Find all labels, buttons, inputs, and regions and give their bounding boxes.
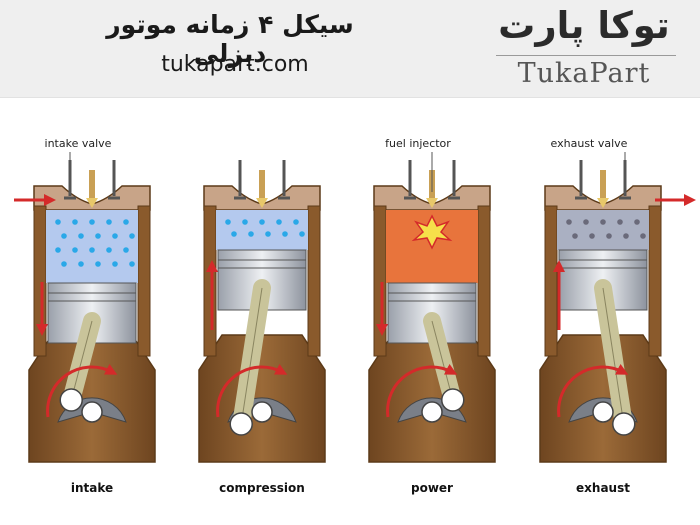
connecting-rod-outline bbox=[70, 320, 93, 401]
intake-valve-stem bbox=[575, 160, 587, 200]
engine-cycle-diagram: intake valve intake compression fuel inject… bbox=[14, 137, 696, 495]
charge-dot bbox=[112, 261, 118, 267]
crank-pin bbox=[612, 412, 636, 436]
rotation-arrow-icon bbox=[557, 363, 629, 418]
charge-dot bbox=[106, 247, 112, 253]
crank-pin bbox=[59, 388, 83, 412]
charge-dot bbox=[95, 233, 101, 239]
rotation-arrow-icon bbox=[216, 363, 288, 418]
charge-dot bbox=[572, 233, 578, 239]
charge-dot bbox=[248, 231, 254, 237]
charge-dot bbox=[293, 219, 299, 225]
engine-power: fuel injector power bbox=[368, 137, 496, 495]
brand-logo-english: TukaPart bbox=[517, 58, 651, 89]
charge-dot bbox=[276, 219, 282, 225]
crankshaft-main bbox=[251, 401, 273, 423]
stage-label: exhaust bbox=[576, 481, 630, 495]
connecting-rod-outline bbox=[431, 320, 454, 401]
charge-dot bbox=[89, 219, 95, 225]
cylinder-wall-right bbox=[477, 205, 491, 357]
charge-dot bbox=[106, 219, 112, 225]
charge-dot bbox=[112, 233, 118, 239]
connecting-rod-outline bbox=[240, 287, 263, 425]
cylinder-wall-left bbox=[33, 205, 47, 357]
rotation-arrow-icon bbox=[46, 363, 118, 418]
charge-dot bbox=[634, 219, 640, 225]
crankshaft-main bbox=[592, 401, 614, 423]
engine-exhaust: exhaust valve exhaust bbox=[539, 137, 696, 495]
header-banner bbox=[0, 0, 700, 97]
stage-label: power bbox=[411, 481, 453, 495]
charge-dot bbox=[61, 261, 67, 267]
cylinder-wall-left bbox=[203, 205, 217, 357]
charge-dot bbox=[123, 247, 129, 253]
intake-valve-stem bbox=[404, 160, 416, 200]
charge-dot bbox=[600, 219, 606, 225]
charge-dot bbox=[299, 231, 305, 237]
cylinder-wall-right bbox=[307, 205, 321, 357]
logo-divider bbox=[496, 55, 676, 56]
engine-compression: compression bbox=[198, 160, 326, 495]
charge-dot bbox=[72, 219, 78, 225]
exhaust-valve-stem bbox=[278, 160, 290, 200]
charge-dot bbox=[95, 261, 101, 267]
crankshaft-main bbox=[81, 401, 103, 423]
cylinder-wall-right bbox=[137, 205, 151, 357]
brand-logo-persian: توکا پارت bbox=[498, 4, 670, 47]
charge-dot bbox=[242, 219, 248, 225]
charge-dot bbox=[55, 219, 61, 225]
injector-nozzle bbox=[86, 198, 98, 208]
charge-dot bbox=[129, 233, 135, 239]
charge-dot bbox=[606, 233, 612, 239]
charge-dot bbox=[282, 231, 288, 237]
charge-dot bbox=[566, 219, 572, 225]
charge-dot bbox=[617, 219, 623, 225]
charge-dot bbox=[640, 233, 646, 239]
charge-dot bbox=[78, 261, 84, 267]
engine-intake: intake valve intake bbox=[14, 137, 156, 495]
website-url[interactable]: tukapart.com bbox=[161, 52, 309, 77]
charge-dot bbox=[231, 231, 237, 237]
stage-label: intake bbox=[71, 481, 113, 495]
charge-dot bbox=[123, 219, 129, 225]
exhaust-valve-stem bbox=[448, 160, 460, 200]
injector-nozzle bbox=[426, 198, 438, 208]
charge-dot bbox=[55, 247, 61, 253]
cylinder-wall-left bbox=[544, 205, 558, 357]
combustion-chamber bbox=[216, 210, 308, 250]
intake-valve-stem bbox=[234, 160, 246, 200]
injector-nozzle bbox=[597, 198, 609, 208]
crankshaft-main bbox=[421, 401, 443, 423]
charge-dot bbox=[129, 261, 135, 267]
charge-dot bbox=[623, 233, 629, 239]
charge-dot bbox=[259, 219, 265, 225]
charge-dot bbox=[589, 233, 595, 239]
exhaust-valve-stem bbox=[108, 160, 120, 200]
page-title: سیکل ۴ زمانه موتور دیزلی bbox=[106, 10, 354, 68]
charge-dot bbox=[583, 219, 589, 225]
connecting-rod-outline bbox=[602, 287, 625, 425]
callout-label: exhaust valve bbox=[551, 137, 628, 150]
charge-dot bbox=[89, 247, 95, 253]
injector-nozzle bbox=[256, 198, 268, 208]
charge-dot bbox=[72, 247, 78, 253]
combustion-chamber bbox=[557, 210, 649, 250]
charge-dot bbox=[225, 219, 231, 225]
stage-label: compression bbox=[219, 481, 305, 495]
crank-pin bbox=[441, 388, 465, 412]
charge-dot bbox=[61, 233, 67, 239]
header-divider bbox=[0, 97, 700, 98]
cylinder-wall-left bbox=[373, 205, 387, 357]
rotation-arrow-icon bbox=[386, 363, 458, 418]
charge-dot bbox=[265, 231, 271, 237]
callout-label: intake valve bbox=[45, 137, 112, 150]
explosion-icon bbox=[411, 214, 453, 250]
crank-pin bbox=[229, 412, 253, 436]
charge-dot bbox=[78, 233, 84, 239]
cylinder-wall-right bbox=[648, 205, 662, 357]
callout-label: fuel injector bbox=[385, 137, 451, 150]
